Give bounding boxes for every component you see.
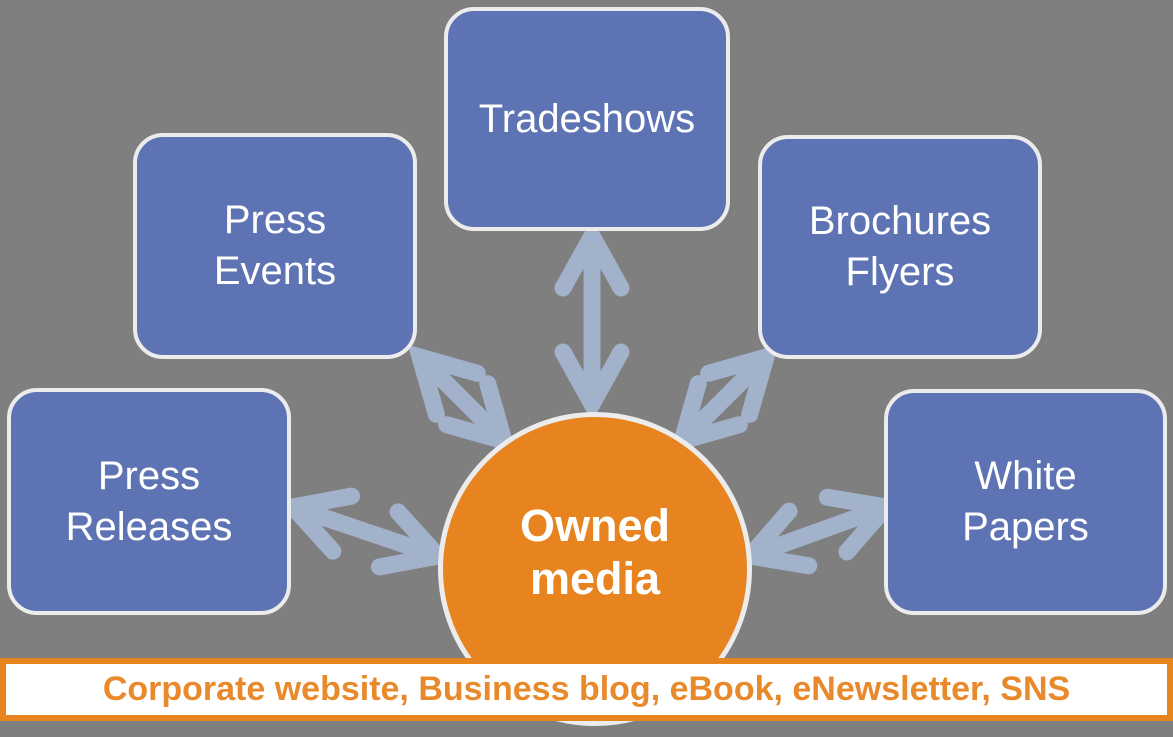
node-brochures-flyers-label: Brochures Flyers (808, 199, 992, 294)
owned-media-channels-text: Corporate website, Business blog, eBook,… (102, 670, 1071, 708)
double-arrow-press-events (407, 344, 517, 454)
node-press-events: Press Events (133, 133, 417, 359)
node-tradeshows: Tradeshows (444, 7, 730, 231)
node-press-events-label: Press Events (213, 198, 337, 293)
node-press-releases-label: Press Releases (65, 453, 233, 549)
node-white-papers-label: White Papers (962, 454, 1089, 549)
node-brochures-flyers: Brochures Flyers (758, 135, 1042, 359)
node-white-papers: White Papers (884, 389, 1167, 615)
owned-media-channels-banner: Corporate website, Business blog, eBook,… (0, 658, 1173, 721)
double-arrow-tradeshows (554, 218, 630, 422)
node-tradeshows-label: Tradeshows (478, 96, 696, 141)
center-node-label: Owned media (519, 499, 670, 604)
double-arrow-white-papers (733, 488, 903, 575)
double-arrow-brochures-flyers (669, 344, 779, 454)
node-press-releases: Press Releases (7, 388, 291, 615)
double-arrow-press-releases (276, 487, 455, 576)
